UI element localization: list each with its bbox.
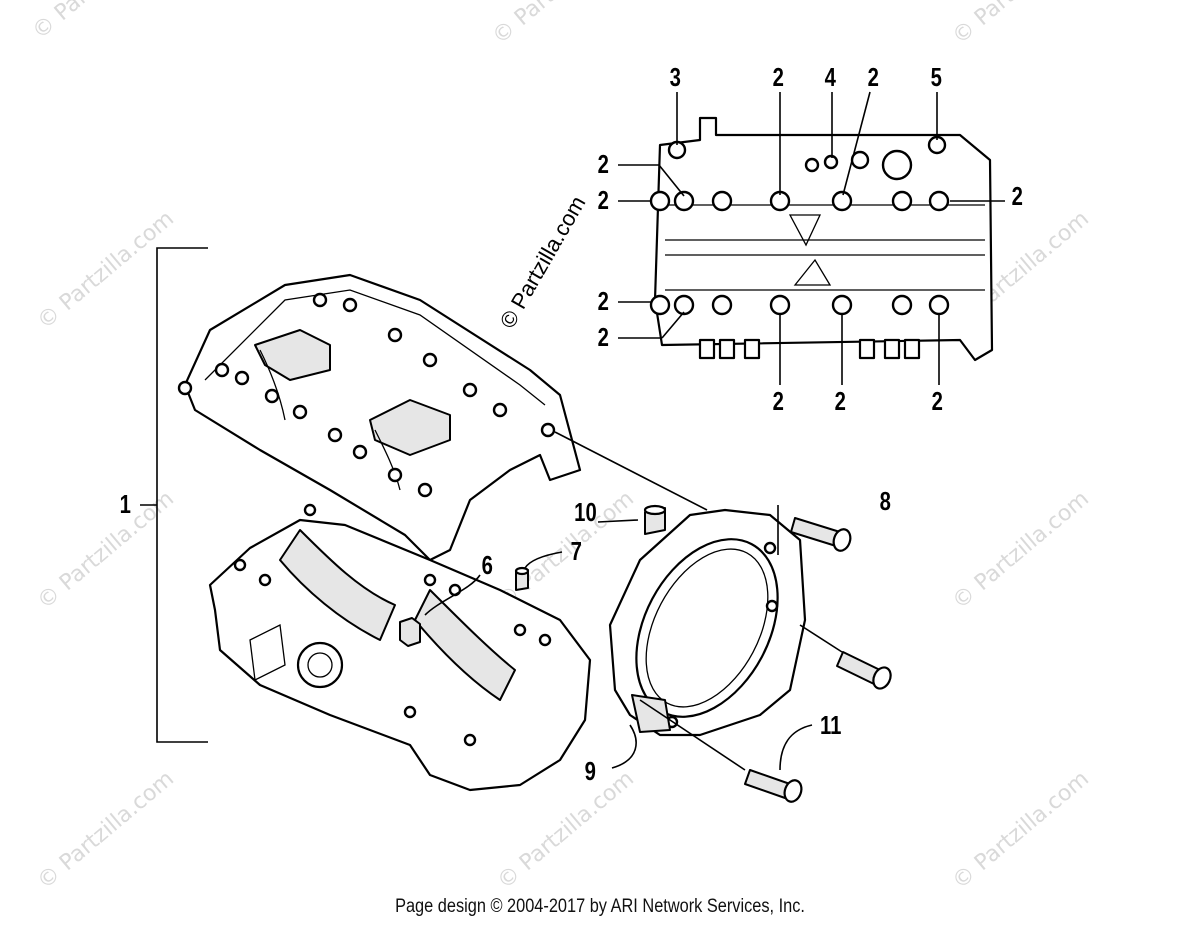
watermark: © Partzilla.com bbox=[948, 766, 1094, 894]
callout-7: 7 bbox=[571, 537, 582, 566]
callout-2: 2 bbox=[598, 323, 609, 352]
callout-2: 2 bbox=[773, 63, 784, 92]
callout-2: 2 bbox=[932, 387, 943, 416]
callout-2: 2 bbox=[773, 387, 784, 416]
dowel-pin-7 bbox=[514, 566, 530, 591]
watermark: © Partzilla.com bbox=[948, 486, 1094, 614]
callout-2: 2 bbox=[835, 387, 846, 416]
bolt-8 bbox=[790, 517, 852, 552]
callout-10: 10 bbox=[574, 498, 597, 527]
crankcase-top-view bbox=[649, 116, 994, 362]
callout-3: 3 bbox=[670, 63, 681, 92]
bearing-housing bbox=[608, 508, 807, 737]
callout-2: 2 bbox=[598, 287, 609, 316]
callout-6: 6 bbox=[482, 551, 493, 580]
copyright-label: © Partzilla.com bbox=[495, 192, 591, 333]
bolt-11-lower bbox=[744, 769, 803, 803]
watermark: © Partzilla.com bbox=[493, 486, 639, 614]
callout-5: 5 bbox=[931, 63, 942, 92]
watermark: © Partzilla.com bbox=[28, 0, 174, 45]
dowel-pin-10 bbox=[643, 504, 667, 535]
callout-1: 1 bbox=[120, 490, 131, 519]
callout-8: 8 bbox=[880, 487, 891, 516]
leader-lines bbox=[140, 91, 1005, 771]
watermark: © Partzilla.com bbox=[33, 766, 179, 894]
callout-9: 9 bbox=[585, 757, 596, 786]
bolt-11-upper bbox=[836, 651, 892, 690]
callout-11: 11 bbox=[820, 711, 841, 740]
callout-2: 2 bbox=[598, 150, 609, 179]
watermark: © Partzilla.com bbox=[488, 0, 634, 50]
crankcase-upper-half bbox=[177, 273, 582, 562]
callout-2: 2 bbox=[598, 186, 609, 215]
watermark: © Partzilla.com bbox=[948, 0, 1094, 50]
callout-2: 2 bbox=[1012, 182, 1023, 211]
crankcase-lower-half bbox=[208, 503, 592, 792]
footer-copyright: Page design © 2004-2017 by ARI Network S… bbox=[395, 896, 805, 917]
callout-2: 2 bbox=[868, 63, 879, 92]
callout-labels: 1 3 2 4 2 5 2 2 2 2 2 2 2 2 6 7 10 8 9 1… bbox=[120, 63, 1023, 786]
callout-4: 4 bbox=[825, 63, 836, 92]
